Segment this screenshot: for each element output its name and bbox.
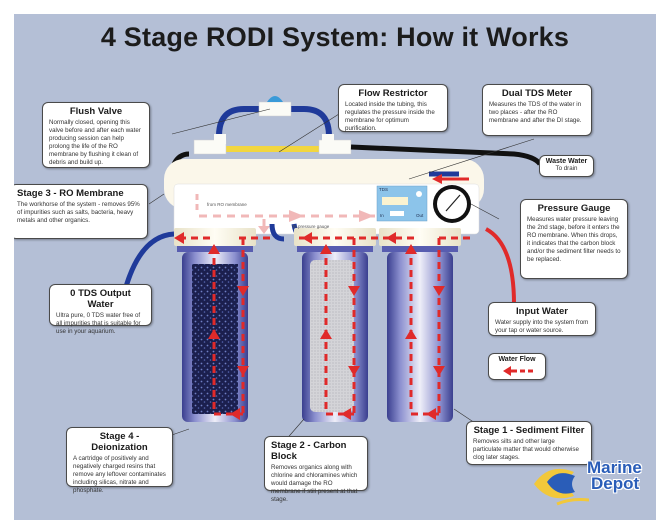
legend-title: Water Flow xyxy=(498,356,536,363)
canister-stage2-carbon-block xyxy=(294,228,376,422)
callout-title: Waste Water xyxy=(545,158,588,165)
logo-text-line2: Depot xyxy=(591,474,640,493)
callout-body: The workhorse of the system - removes 95… xyxy=(17,201,140,224)
callout-title: Stage 3 - RO Membrane xyxy=(17,188,124,199)
callout-body: Measures the TDS of the water in two pla… xyxy=(489,101,582,124)
callout-stage3-ro-membrane: Stage 3 - RO Membrane The workhorse of t… xyxy=(14,184,148,239)
housing-label-from-ro: from RO membrane xyxy=(207,202,247,207)
fish-logo-icon xyxy=(534,468,589,506)
marine-depot-logo: Marine Depot xyxy=(529,454,649,514)
flow-restrictor xyxy=(219,146,329,152)
callout-body: Removes organics along with chlorine and… xyxy=(271,464,358,503)
tds-meter-label: TDS xyxy=(379,187,388,192)
callout-title: Pressure Gauge xyxy=(537,203,611,214)
callout-title: Dual TDS Meter xyxy=(501,88,573,99)
callout-input-water: Input Water Water supply into the system… xyxy=(488,302,596,336)
tds-meter-out-label: Out xyxy=(416,213,424,218)
callout-body: Removes silts and other large particulat… xyxy=(473,438,579,461)
tds-meter-in-label: In xyxy=(380,213,384,218)
callout-body: A cartridge of positively and negatively… xyxy=(73,455,166,494)
callout-title: Stage 4 - Deionization xyxy=(91,431,148,453)
callout-title: Stage 2 - Carbon Block xyxy=(271,440,347,462)
diagram-canvas: 4 Stage RODI System: How it Works xyxy=(14,14,656,520)
canister-stage1-sediment xyxy=(379,228,461,422)
callout-waste-water: Waste Water To drain xyxy=(539,155,594,177)
callout-pressure-gauge: Pressure Gauge Measures water pressure l… xyxy=(520,199,628,279)
callout-stage1-sediment: Stage 1 - Sediment Filter Removes silts … xyxy=(466,421,592,465)
legend-water-flow: Water Flow xyxy=(488,353,546,380)
waste-water-tube xyxy=(350,144,542,166)
callout-title: Input Water xyxy=(516,306,568,317)
logo-text-line1: Marine xyxy=(587,458,642,477)
flush-valve-knob xyxy=(267,96,283,102)
diagram-title: 4 Stage RODI System: How it Works xyxy=(100,22,570,52)
water-flow-arrow-icon xyxy=(503,366,533,376)
callout-body: Located inside the tubing, this regulate… xyxy=(345,101,435,132)
callout-body: To drain xyxy=(555,165,578,172)
callout-flush-valve: Flush Valve Normally closed, opening thi… xyxy=(42,102,150,168)
callout-title: 0 TDS Output Water xyxy=(70,288,131,310)
input-water-tube xyxy=(484,227,516,305)
flow-arrowheads xyxy=(174,232,445,420)
callout-body: Water supply into the system from your t… xyxy=(495,319,589,334)
callout-body: Normally closed, opening this valve befo… xyxy=(49,119,141,166)
callout-output-water: 0 TDS Output Water Ultra pure, 0 TDS wat… xyxy=(49,284,152,335)
callout-title: Stage 1 - Sediment Filter xyxy=(473,425,585,436)
rodi-illustration xyxy=(121,96,542,443)
callout-flow-restrictor: Flow Restrictor Located inside the tubin… xyxy=(338,84,448,132)
callout-dual-tds-meter: Dual TDS Meter Measures the TDS of the w… xyxy=(482,84,592,136)
callout-body: Measures water pressure leaving the 2nd … xyxy=(527,216,621,263)
housing-label-to-gauge: To pressure gauge xyxy=(292,224,330,229)
tds-display xyxy=(382,197,408,205)
callout-title: Flush Valve xyxy=(69,106,123,117)
callout-body: Ultra pure, 0 TDS water free of all impu… xyxy=(56,312,141,335)
callout-title: Flow Restrictor xyxy=(358,88,428,99)
output-water-tube xyxy=(121,231,175,295)
callout-stage2-carbon-block: Stage 2 - Carbon Block Removes organics … xyxy=(264,436,368,503)
callout-stage4-deionization: Stage 4 - Deionization A cartridge of po… xyxy=(66,427,173,494)
